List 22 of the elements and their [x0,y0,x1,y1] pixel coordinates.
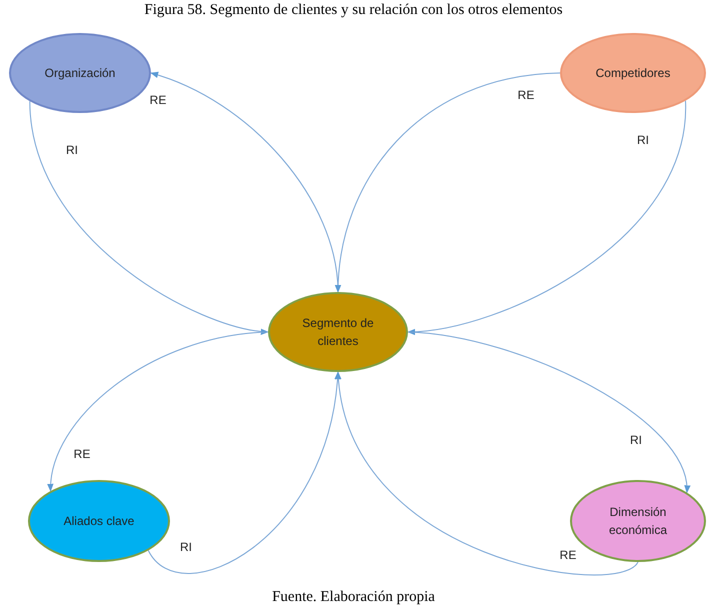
edge-label: RI [65,143,79,157]
curved-arrow [335,72,560,293]
curved-arrow [336,371,638,576]
curved-arrow [407,100,686,335]
curved-arrow [408,332,690,494]
node-label: Competidores [596,65,670,82]
edge-label: RE [72,447,92,461]
curved-arrow [29,100,269,334]
node-label: Aliados clave [64,513,134,530]
edge-label: RE [558,548,578,562]
figure-title: Figura 58. Segmento de clientes y su relación con los otros elementos [143,2,564,19]
edge-label: RE [516,88,536,102]
edge-label: RI [179,540,193,554]
node-label: Dimensión económica [608,504,668,539]
figure-caption: Fuente. Elaboración propia [271,589,436,606]
node-label: Segmento de clientes [301,315,375,350]
curved-arrow [48,332,268,492]
edge-label: RE [148,93,168,107]
curved-arrow [148,371,340,574]
edge-label: RI [629,433,643,447]
node-label: Organización [44,65,116,82]
edge-label: RI [636,133,650,147]
